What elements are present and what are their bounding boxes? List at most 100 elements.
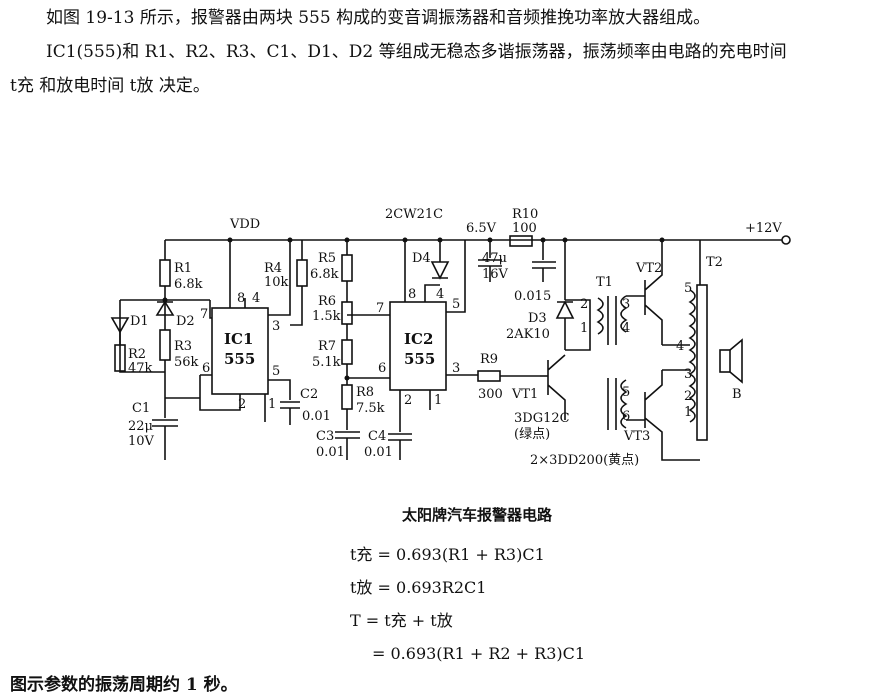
transformer-t1-primary: [596, 297, 604, 335]
label-ic1-555: 555: [224, 350, 255, 368]
label-d4: D4: [412, 251, 431, 266]
t2-pin-1: 1: [684, 405, 692, 420]
label-0015: 0.015: [514, 289, 551, 304]
resistor-r3: [159, 329, 171, 361]
t1-pin-5: 5: [622, 385, 630, 400]
ic2-pin-8: 8: [408, 287, 416, 302]
ic1-pin-8: 8: [237, 291, 245, 306]
label-r4: R4: [264, 261, 282, 276]
ic1-pin-5: 5: [272, 364, 280, 379]
label-d3-value: 2AK10: [506, 327, 550, 342]
resistor-r7: [341, 339, 353, 365]
label-c1-value: 22μ: [128, 419, 153, 434]
conclusion-text: 图示参数的振荡周期约 1 秒。: [10, 675, 238, 695]
label-c3: C3: [316, 429, 334, 444]
label-t2: T2: [706, 255, 723, 270]
label-vt1-note: (绿点): [514, 427, 550, 442]
label-r9-value: 300: [478, 387, 503, 402]
label-vt1-value: 3DG12C: [514, 411, 570, 426]
t2-pin-4: 4: [676, 339, 684, 354]
transistor-vt2: [644, 240, 663, 345]
label-16v: 16V: [482, 267, 509, 282]
ic1-pin-6: 6: [202, 361, 210, 376]
t2-pin-3: 3: [684, 367, 692, 382]
label-r6: R6: [318, 294, 336, 309]
label-r10: R10: [512, 207, 538, 222]
resistor-r5: [341, 254, 353, 282]
ic2-pin-2: 2: [404, 393, 412, 408]
formula-discharge-time: t放 = 0.693R2C1: [350, 578, 486, 597]
t1-pin-4: 4: [622, 321, 630, 336]
ic1-pin-1: 1: [268, 397, 276, 412]
label-vt23: 2×3DD200(黄点): [530, 453, 639, 468]
label-b: B: [732, 387, 742, 402]
label-ic2-555: 555: [404, 350, 435, 368]
label-c3-value: 0.01: [316, 445, 345, 460]
transformer-t2-core: [696, 284, 708, 441]
label-ic2: IC2: [404, 330, 433, 348]
label-r5: R5: [318, 251, 336, 266]
ic1-pin-2: 2: [238, 397, 246, 412]
resistor-r6: [341, 301, 353, 325]
capacitor-c4: [388, 433, 412, 441]
label-r1-value: 6.8k: [174, 277, 203, 292]
ic2-pin-6: 6: [378, 361, 386, 376]
formula-period: T = t充 + t放: [350, 611, 453, 630]
capacitor-c1: [152, 419, 178, 427]
capacitor-c2: [280, 401, 300, 409]
t2-pin-2: 2: [684, 389, 692, 404]
plus12v-terminal: [781, 235, 791, 245]
resistor-r10: [509, 235, 533, 247]
t1-pin-1: 1: [580, 321, 588, 336]
label-c1-voltage: 10V: [128, 434, 155, 449]
label-c2: C2: [300, 387, 318, 402]
transistor-vt1: [547, 354, 566, 420]
label-r10-value: 100: [512, 221, 537, 236]
t2-pin-5: 5: [684, 281, 692, 296]
label-d3: D3: [528, 311, 547, 326]
diode-d1: [110, 317, 130, 334]
resistor-r4: [296, 259, 308, 287]
diode-d4: [430, 261, 450, 280]
ic2-pin-5: 5: [452, 297, 460, 312]
resistor-r1: [159, 259, 171, 287]
label-r1: R1: [174, 261, 192, 276]
label-r6-value: 1.5k: [312, 309, 341, 324]
figure-caption: 太阳牌汽车报警器电路: [402, 506, 553, 524]
label-r9: R9: [480, 352, 498, 367]
speaker-b: [719, 349, 731, 373]
resistor-r9: [477, 370, 501, 382]
t1-pin-2: 2: [580, 297, 588, 312]
label-r2: R2: [128, 347, 146, 362]
ic2-pin-7: 7: [376, 301, 384, 316]
label-r4-value: 10k: [264, 275, 289, 290]
label-zener: 2CW21C: [385, 207, 443, 222]
intro-paragraph-1: 如图 19-13 所示，报警器由两块 555 构成的变音调振荡器和音频推挽功率放…: [46, 8, 711, 28]
resistor-r2: [114, 344, 126, 372]
ic2-pin-1: 1: [434, 393, 442, 408]
resistor-r8: [341, 384, 353, 410]
label-c1: C1: [132, 401, 150, 416]
capacitor-0015: [532, 261, 556, 269]
intro-paragraph-3: t充 和放电时间 t放 决定。: [10, 76, 210, 96]
label-c4: C4: [368, 429, 386, 444]
ic2-pin-3: 3: [452, 361, 460, 376]
label-d2: D2: [176, 314, 195, 329]
t1-pin-3: 3: [622, 297, 630, 312]
label-vt2: VT2: [635, 261, 662, 276]
label-plus12v: +12V: [745, 221, 782, 236]
label-r3: R3: [174, 339, 192, 354]
label-c4-value: 0.01: [364, 445, 393, 460]
t1-pin-6: 6: [622, 409, 630, 424]
label-t1: T1: [596, 275, 613, 290]
label-d1: D1: [130, 314, 149, 329]
label-r5-value: 6.8k: [310, 267, 339, 282]
label-r3-value: 56k: [174, 355, 199, 370]
label-vt1: VT1: [511, 387, 538, 402]
label-r2-value: 47k: [128, 361, 153, 376]
label-47u: 47μ: [482, 251, 507, 266]
capacitor-c3: [335, 431, 360, 439]
ic2-pin-4: 4: [436, 287, 444, 302]
label-6-5v: 6.5V: [466, 221, 497, 236]
